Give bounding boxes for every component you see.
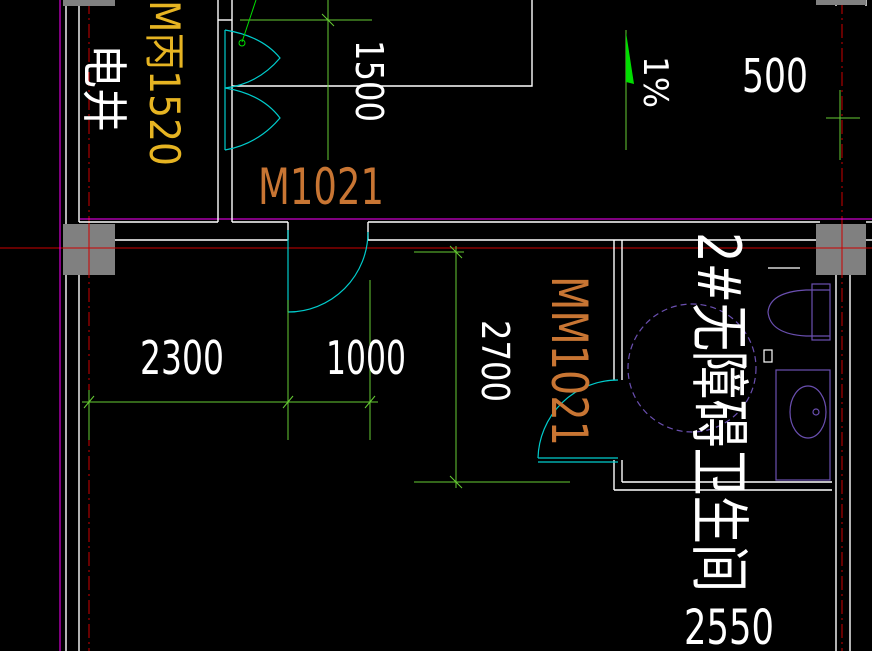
room-electric-text: 电井 — [77, 44, 131, 132]
dim-2300-text: 2300 — [140, 331, 224, 385]
door-mm1021-text: MM1021 — [540, 276, 598, 446]
dimension-lines — [82, 0, 860, 489]
sink-counter-icon — [775, 369, 831, 481]
room-toilet-text: 2#无障碍卫生间 — [683, 232, 753, 592]
dim-tick-a — [83, 395, 95, 409]
column-top-left — [63, 0, 115, 6]
dim-tick-b — [282, 395, 294, 409]
door-fm-text: M丙1520 — [140, 0, 189, 166]
dim-tick-1500 — [321, 13, 335, 27]
wall-upper-room — [232, 0, 533, 87]
labels: 1500 500 1% M1021 2300 1000 2700 MM1021 … — [77, 0, 808, 651]
door-m1021-text: M1021 — [258, 158, 384, 216]
dim-2700-text: 2700 — [473, 320, 517, 402]
dim-1500-text: 1500 — [347, 40, 391, 122]
door-m1021-swing — [287, 231, 369, 313]
door-mm1021-swing — [537, 379, 619, 459]
column-right — [816, 224, 866, 275]
magenta-lines — [59, 0, 872, 651]
shaft-leader-line — [241, 0, 257, 43]
columns — [63, 0, 866, 275]
door-shaft-swing-b — [224, 87, 281, 151]
wc-tank-icon — [811, 283, 831, 341]
dim-tick-2700-top — [449, 245, 463, 259]
sink-drain-icon — [812, 408, 820, 416]
dim-1000-text: 1000 — [326, 331, 406, 385]
dim-tick-2700-bottom — [449, 475, 463, 489]
sink-basin-icon — [789, 385, 827, 439]
doors — [224, 29, 619, 463]
slope-text: 1% — [635, 56, 675, 108]
walls — [65, 0, 872, 651]
grab-bar-bracket-icon — [763, 349, 773, 363]
slope-arrow-icon — [626, 32, 634, 84]
wc-bowl-icon — [767, 289, 830, 337]
dim-500-text: 500 — [742, 49, 808, 103]
dim-2550-text: 2550 — [684, 600, 774, 651]
column-top-right — [816, 0, 866, 5]
shaft-leader-dot — [238, 39, 246, 47]
door-shaft-swing-a — [224, 29, 281, 89]
turning-circle — [627, 303, 757, 433]
dim-tick-c — [364, 395, 376, 409]
toilet-fixtures — [627, 267, 831, 481]
